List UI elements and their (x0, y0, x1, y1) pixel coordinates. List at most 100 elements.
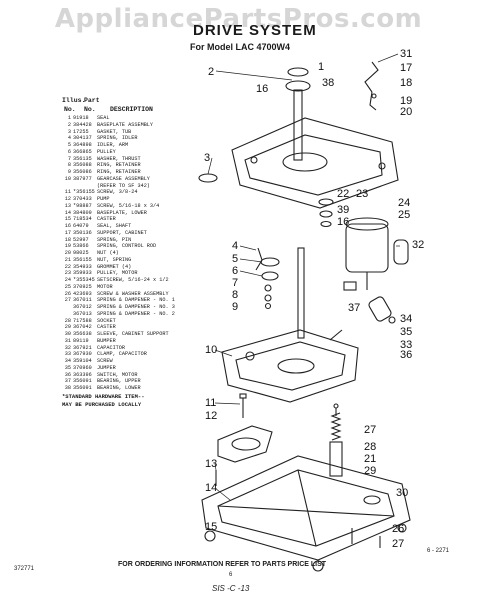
part-number-illus: 36 (64, 371, 71, 378)
header-no-2: No. (84, 106, 96, 113)
callout-28: 28 (364, 441, 376, 453)
header-illus: Illus. (62, 97, 86, 104)
callout-19: 19 (400, 95, 412, 107)
part-number-illus: 25 (64, 283, 71, 290)
part-description: (REFER TO SF 342) (97, 182, 150, 189)
callout-3: 3 (204, 152, 210, 164)
part-number-illus: 2 (67, 121, 71, 128)
callout-23: 23 (356, 188, 368, 200)
part-number-illus: 37 (64, 378, 71, 385)
part-number: 363396 (73, 371, 92, 378)
part-description: SETSCREW, 5/16-24 x 1/2 (97, 277, 169, 283)
part-number: 367012 (73, 304, 92, 310)
document-code: 372771 (14, 566, 35, 572)
gearcase (221, 329, 359, 403)
part-description: CLAMP, CAPACITOR (97, 351, 147, 358)
part-number-illus: 13 (64, 202, 71, 209)
part-number: 717588 (73, 317, 92, 324)
tub-gasket (198, 173, 218, 183)
caster (204, 530, 216, 542)
part-number: 304137 (73, 135, 92, 142)
callout-13: 13 (205, 458, 217, 470)
part-description: CASTER (97, 216, 116, 223)
part-number: 52997 (73, 236, 89, 243)
motor-switch (368, 296, 392, 322)
page-number: 6 (229, 572, 233, 578)
part-number-illus: 19 (64, 243, 71, 250)
callout-11: 11 (205, 397, 216, 409)
callout-24: 24 (398, 197, 410, 209)
callout-36: 36 (400, 349, 412, 361)
callout-31: 31 (400, 48, 412, 60)
part-number-illus: 35 (64, 364, 71, 371)
parts-list-row: (REFER TO SF 342) (61, 183, 186, 190)
callout-18: 18 (400, 77, 412, 89)
part-description: GEARCASE ASSEMBLY (97, 175, 150, 182)
part-number: 91918 (73, 115, 89, 121)
part-number-illus: 17 (64, 229, 71, 236)
agitator-shaft (297, 247, 305, 339)
callout-8: 8 (232, 289, 238, 301)
callout-1: 1 (318, 61, 324, 73)
part-description: BEARING, LOWER (97, 385, 141, 391)
ordering-footer: FOR ORDERING INFORMATION REFER TO PARTS … (118, 561, 327, 568)
part-number: 384809 (73, 209, 92, 216)
part-description: SOCKET (97, 317, 116, 324)
part-number-illus: 38 (64, 385, 71, 391)
part-number-illus: 7 (67, 155, 71, 162)
callout-12: 12 (205, 410, 217, 422)
part-description: SPRING & DAMPENER - NO. 1 (97, 297, 175, 304)
part-number-illus: 24 (64, 277, 71, 283)
control-rod (364, 61, 379, 93)
part-number: 356638 (73, 331, 92, 337)
part-description: JUMPER (97, 364, 116, 371)
part-description: GASKET, TUB (97, 128, 132, 135)
part-number: 53866 (73, 243, 89, 250)
part-number: 356086 (73, 169, 92, 175)
part-number-illus: 22 (64, 263, 71, 270)
part-description: RING, RETAINER (97, 162, 141, 169)
part-number: 356091 (73, 385, 92, 391)
part-number-illus: 26 (64, 290, 71, 297)
spring-dampener (330, 412, 342, 441)
callout-7: 7 (232, 277, 238, 289)
bearing-upper (285, 80, 311, 92)
callout-35: 35 (400, 326, 412, 338)
callout-26: 26 (392, 523, 404, 535)
part-description: CAPACITOR (97, 344, 126, 351)
callout-14: 14 (205, 482, 217, 494)
part-number-illus: 21 (64, 256, 71, 263)
part-number: 64079 (73, 223, 89, 229)
callout-27: 27 (364, 424, 376, 436)
callout-39: 39 (337, 204, 349, 216)
part-number: 367042 (73, 324, 92, 331)
part-description: PULLEY, MOTOR (97, 270, 138, 277)
part-number-illus: 28 (64, 317, 71, 324)
part-description: SUPPORT, CABINET (97, 229, 147, 236)
callout-21: 21 (364, 453, 376, 465)
callout-32: 32 (412, 239, 424, 251)
part-number: 350136 (73, 229, 92, 236)
part-description: SPRING, IDLER (97, 135, 138, 142)
baseplate-lower (201, 455, 411, 561)
model-label: For Model LAC 4700W4 (190, 42, 291, 52)
part-number: 423693 (73, 290, 92, 297)
hardware-note: *STANDARD HARDWARE ITEM-- MAY BE PURCHAS… (62, 393, 145, 409)
